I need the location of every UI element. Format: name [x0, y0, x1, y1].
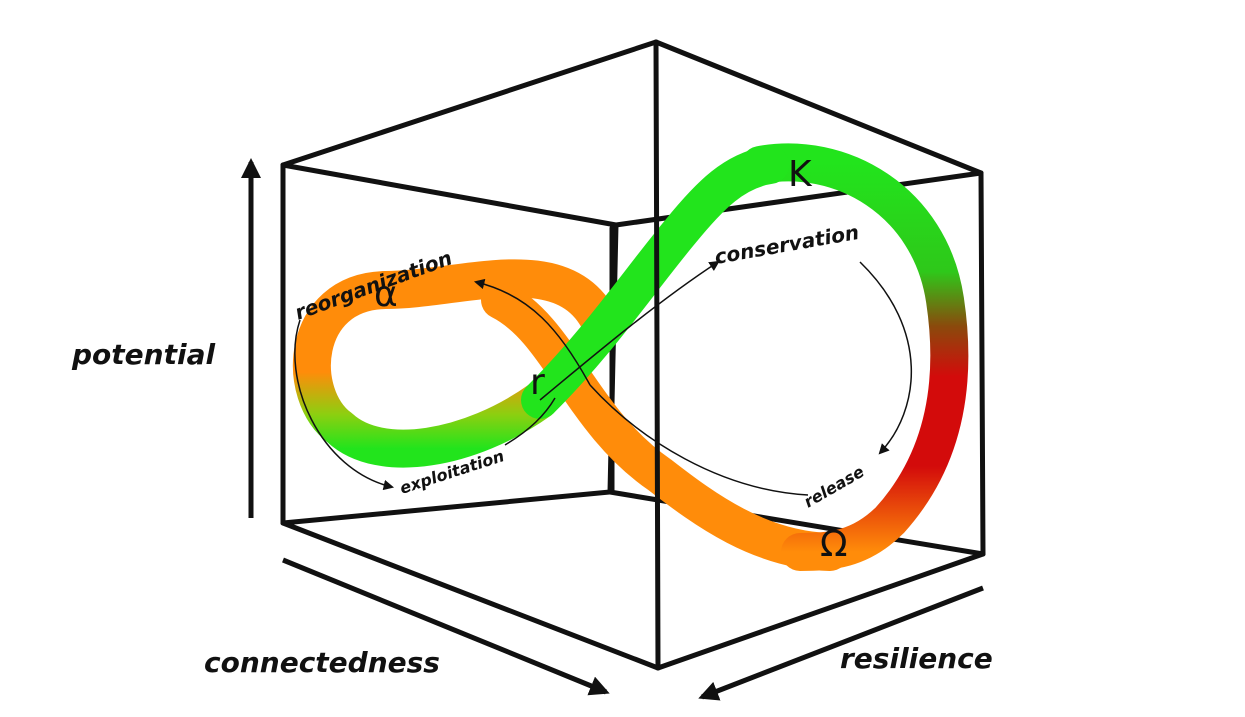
node-r: r: [530, 362, 545, 403]
axis-label-connectedness: connectedness: [204, 646, 440, 679]
release-to-center-path: [589, 384, 809, 496]
box-back-edges: [280, 162, 986, 557]
node-omega: Ω: [820, 524, 848, 565]
r-to-conservation-arrow: [539, 260, 720, 401]
band-orange-crossing: [481, 281, 849, 571]
box-front-edges: [280, 39, 986, 671]
box-top-right-edge: [653, 39, 984, 176]
box-bottom-right-edge: [655, 551, 986, 671]
band-left-loop: [293, 259, 617, 468]
node-alpha: α: [374, 274, 398, 315]
adaptive-cycle-band: [293, 143, 969, 571]
phase-conservation: conservation: [713, 220, 861, 269]
band-right-loop: [741, 143, 969, 571]
box-right-vertical-edge: [978, 170, 986, 557]
center-to-reorganization-arrow: [473, 278, 591, 386]
conservation-to-release-arrow: [859, 261, 912, 455]
axis-label-potential: potential: [71, 338, 215, 371]
connectedness-axis-arrow: [282, 557, 610, 696]
box-front-vertical-edge: [653, 39, 661, 671]
axis-label-resilience: resilience: [840, 642, 993, 675]
phase-release: release: [801, 462, 868, 512]
band-green-crossing: [521, 146, 789, 419]
resilience-axis-arrow: [698, 585, 984, 701]
exploitation-arrow: [294, 319, 395, 491]
exploitation-to-r-line: [504, 397, 556, 446]
axis-arrows: [241, 158, 984, 701]
cycle-arrows: [294, 260, 912, 496]
box-bottom-left-edge: [280, 520, 661, 671]
node-K: K: [788, 154, 813, 195]
box-top-left-edge: [280, 39, 659, 168]
